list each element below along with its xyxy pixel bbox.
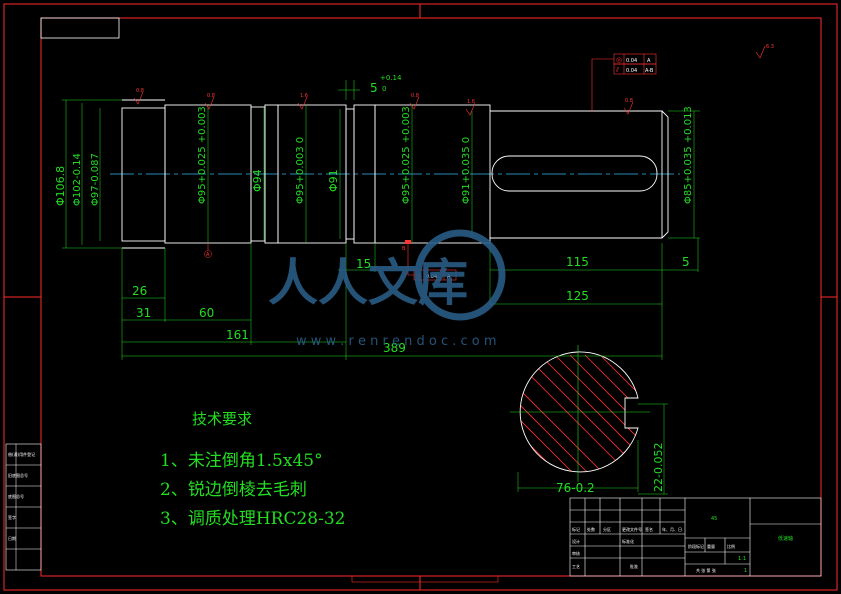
roughness-6: 0.8 [625,98,633,104]
shaft-outline [121,99,669,249]
top-len-5: 5 [370,81,378,95]
tb-standard: 标准化 [622,538,634,544]
tb-sheets: 共 张 第 张 [696,567,716,573]
diameter-dim-lines [62,99,700,249]
svg-text:0.04: 0.04 [626,58,637,64]
svg-text:⫽: ⫽ [615,66,620,74]
tb-weight: 重量 [707,543,715,549]
roughness-1: 0.8 [136,88,144,94]
svg-text:0.04: 0.04 [626,68,637,74]
svg-text:◎: ◎ [616,56,622,64]
tolerance-leader-3 [407,243,414,276]
tb-h3: 分区 [603,526,611,532]
title-block [569,497,822,577]
tolerance-leader-1 [591,58,614,111]
tb-h2: 处数 [587,526,595,532]
watermark-url: w w w . r e n r e n d o c . c o m [296,334,497,349]
dia-label-9: Φ91+0.035 0 [461,137,472,204]
dia-label-2: Φ102-0.14 [72,153,83,206]
len-60: 60 [199,306,214,320]
svg-text:0.04: 0.04 [426,274,437,280]
section-depth: 22-0.052 [652,443,665,492]
datum-b-marker [405,240,411,244]
svg-text:A: A [447,274,451,280]
requirement-1: 1、未注倒角1.5x45° [160,451,323,471]
dia-label-7: Φ91 [327,169,340,192]
dia-label-1: Φ106.8 [54,166,67,206]
svg-text:A: A [647,58,651,64]
requirements-title: 技术要求 [192,410,252,428]
dia-label-10: Φ85+0.035 +0.013 [683,106,694,204]
roughness-3: 1.6 [300,93,308,99]
roughness-symbols [133,45,766,116]
tb-approve: 批准 [630,563,638,569]
binding-table: 借(通)用件登记 旧底图总号 底图总号 签字 日期 [5,443,42,571]
tb-h5: 签名 [645,526,653,532]
dia-label-3: Φ97-0.087 [90,153,101,206]
len-15: 15 [356,257,371,271]
len-5: 5 [682,255,690,269]
datum-b-label: B [402,246,406,252]
requirement-3: 3、调质处理HRC28-32 [160,509,345,529]
requirement-2: 2、锐边倒棱去毛刺 [160,480,307,500]
side-label-5: 日期 [8,535,16,541]
tolerance-frame-1: ◎ 0.04 A [613,53,657,65]
side-label-1: 借(通)用件登记 [8,451,35,457]
tb-check: 审核 [572,550,580,556]
tb-process: 工艺 [572,564,580,569]
len-115: 115 [566,255,589,269]
dia-label-4: Φ95+0.025 +0.003 [197,106,208,204]
section-view [510,345,668,495]
tb-h6: 年、月、日 [662,526,682,532]
code-box [40,17,120,39]
side-label-3: 底图总号 [8,493,24,499]
tb-ratio: 比例 [727,543,735,549]
dia-label-6: Φ95+0.003 0 [295,137,306,204]
dia-label-8: Φ95+0.025 +0.003 [401,106,412,204]
len-26: 26 [132,284,147,298]
tb-material: 45 [711,516,717,522]
side-label-2: 旧底图总号 [8,472,28,478]
tb-count: 1 [744,568,747,574]
len-161: 161 [226,328,249,342]
svg-text:A-B: A-B [645,68,654,74]
tb-stage: 阶段标记 [688,543,704,549]
len-389: 389 [383,341,406,355]
tb-design: 设计 [572,538,580,544]
roughness-4: 0.8 [411,93,419,99]
tb-scale: 1:1 [738,556,746,562]
dia-label-5: Φ94 [251,169,264,192]
side-label-4: 签字 [8,514,16,520]
tolerance-frame-2: ⫽ 0.04 A-B [613,63,657,75]
watermark-brand: 人人文库 [268,254,468,312]
datum-a-label: A [206,252,210,258]
scale-ruler [351,575,499,583]
section-width: 76-0.2 [556,481,595,495]
len-125: 125 [566,289,589,303]
roughness-7: 6.3 [766,44,774,50]
top-len-tol-2: 0 [382,85,386,93]
tb-h1: 标记 [572,526,580,532]
length-dim-lines [121,80,699,360]
tb-h4: 更改文件号 [622,526,642,532]
len-31: 31 [136,306,151,320]
roughness-2: 0.8 [207,93,215,99]
datum-a-circle [204,250,212,258]
tb-part-name: 低速轴 [778,535,793,542]
watermark: 人人文库 w w w . r e n r e n d o c . c o m [268,229,506,349]
roughness-5: 1.6 [467,99,475,105]
top-len-tol: +0.14 [380,74,402,82]
